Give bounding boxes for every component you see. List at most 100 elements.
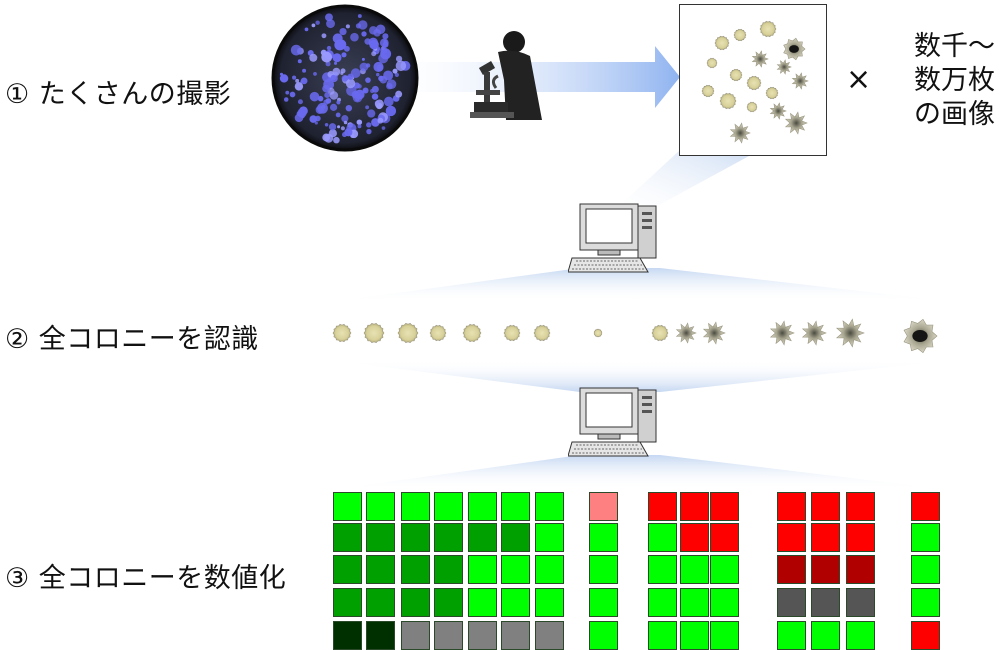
- dish-colony-dot: [345, 24, 350, 29]
- grid-cell: [680, 588, 709, 617]
- grid-cell: [911, 492, 940, 521]
- grid-cell: [401, 523, 430, 552]
- dish-colony-dot: [365, 77, 371, 83]
- count-line2: 数万枚: [914, 65, 995, 96]
- dish-colony-dot: [324, 133, 334, 143]
- dish-colony-dot: [361, 57, 365, 61]
- dish-colony-dot: [356, 119, 363, 125]
- grid-cell: [333, 588, 362, 617]
- colony-shape: [332, 323, 352, 343]
- grid-cell: [589, 621, 618, 650]
- grid-cell: [680, 555, 709, 584]
- grid-cell: [535, 555, 564, 584]
- grid-cell: [468, 588, 497, 617]
- dish-colony-dot: [395, 55, 403, 63]
- recognized-colonies-strip: [320, 304, 960, 362]
- grid-cell: [589, 588, 618, 617]
- beam-card-to-pc: [615, 150, 760, 210]
- grid-cell: [680, 492, 709, 521]
- grid-cell: [648, 588, 677, 617]
- dish-colony-dot: [313, 72, 317, 76]
- dish-colony-dot: [332, 67, 341, 76]
- grid-cell: [648, 492, 677, 521]
- dish-colony-dot: [334, 61, 338, 65]
- grid-cell: [366, 523, 395, 552]
- grid-cell: [535, 523, 564, 552]
- colony-shape: [759, 20, 777, 38]
- colony-core: [789, 45, 799, 53]
- dish-colony-dot: [300, 113, 305, 119]
- colony-shape: [714, 35, 730, 51]
- dish-colony-dot: [394, 72, 399, 78]
- dish-colony-dot: [294, 82, 304, 91]
- dish-colony-dot: [309, 53, 318, 62]
- grid-cell: [911, 621, 940, 650]
- grid-cell: [401, 492, 430, 521]
- colony-shape: [746, 75, 762, 91]
- grid-cell: [777, 492, 806, 521]
- colony-shape: [397, 322, 419, 344]
- dish-colony-dot: [292, 75, 297, 80]
- grid-cell: [777, 523, 806, 552]
- colony-shape: [791, 72, 809, 90]
- dish-colony-dot: [335, 112, 341, 118]
- grid-cell: [501, 621, 530, 650]
- dish-colony-dot: [347, 73, 354, 80]
- dish-colony-dot: [325, 98, 332, 104]
- dish-colony-dot: [383, 70, 394, 81]
- dish-colony-dot: [285, 90, 290, 95]
- grid-cell: [680, 621, 709, 650]
- dish-colony-dot: [279, 74, 289, 83]
- colony-shape: [729, 68, 743, 82]
- microscope-researcher-image: [470, 31, 542, 120]
- dish-colony-dot: [361, 31, 367, 37]
- dish-colony-dot: [279, 72, 284, 76]
- colony-shape: [675, 322, 697, 344]
- grid-cell: [401, 621, 430, 650]
- grid-cell: [366, 555, 395, 584]
- grid-cell: [811, 492, 840, 521]
- grid-cell: [434, 555, 463, 584]
- dish-colony-dot: [297, 59, 302, 64]
- dish-colony-dot: [341, 115, 349, 123]
- colony-shape: [363, 322, 385, 344]
- dish-colony-dot: [352, 92, 363, 103]
- dish-colony-dot: [324, 122, 329, 127]
- colony-shape: [776, 59, 792, 75]
- dish-colony-dot: [370, 88, 375, 94]
- grid-cell: [468, 523, 497, 552]
- grid-cell: [710, 588, 739, 617]
- beam-strip-to-pc2: [330, 360, 955, 392]
- grid-cell: [333, 555, 362, 584]
- grid-cell: [911, 523, 940, 552]
- dish-colony-dot: [332, 53, 342, 63]
- dish-colony-dot: [365, 105, 370, 110]
- beam-pc1-to-strip: [330, 268, 955, 302]
- dish-colony-dot: [311, 23, 316, 28]
- grid-cell: [589, 555, 618, 584]
- grid-cell: [501, 555, 530, 584]
- grid-cell: [777, 621, 806, 650]
- colony-shape: [533, 324, 551, 342]
- colony-shape: [769, 320, 795, 346]
- dish-colony-dot: [289, 91, 296, 98]
- colony-shape: [801, 320, 827, 346]
- colony-shape: [503, 324, 521, 342]
- dish-colony-dot: [321, 33, 327, 39]
- grid-cell: [535, 492, 564, 521]
- dish-colony-dot: [358, 20, 368, 30]
- dish-colony-dot: [376, 72, 380, 77]
- dish-colony-dot: [371, 93, 379, 100]
- dish-colony-dot: [325, 61, 331, 67]
- grid-cell: [589, 492, 618, 521]
- dish-colony-dot: [314, 115, 321, 122]
- colony-shape: [719, 92, 737, 110]
- grid-cell: [911, 555, 940, 584]
- dish-colony-dot: [377, 117, 384, 124]
- colony-shape: [769, 102, 787, 120]
- dish-colony-dot: [380, 46, 388, 54]
- colony-image-card: [679, 4, 827, 156]
- grid-cell: [401, 555, 430, 584]
- grid-cell: [811, 555, 840, 584]
